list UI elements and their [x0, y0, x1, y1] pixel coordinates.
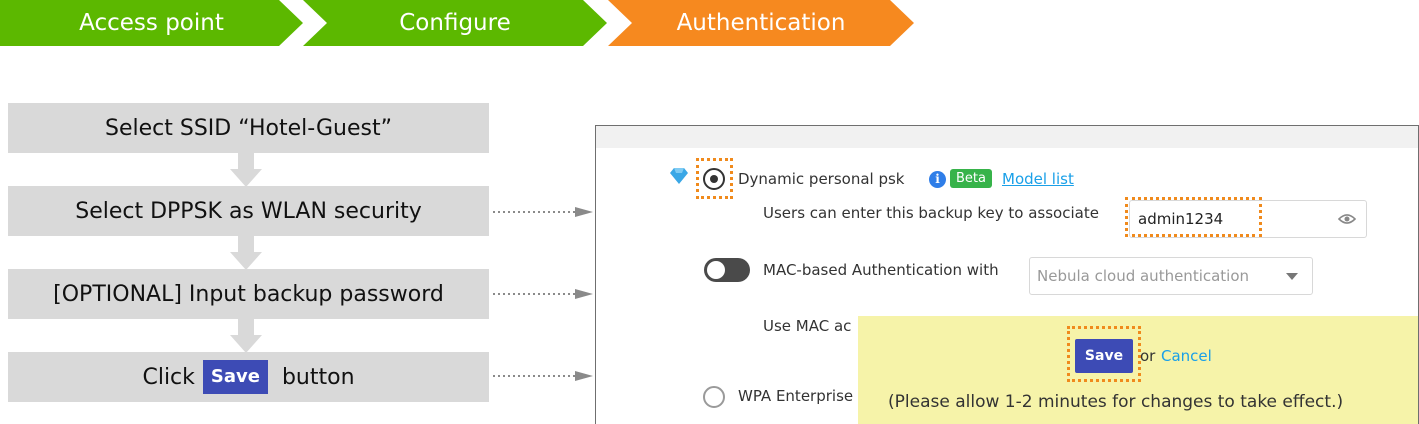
step-label: Select DPPSK as WLAN security — [75, 198, 422, 224]
save-note: (Please allow 1-2 minutes for changes to… — [888, 392, 1344, 412]
down-arrow-icon — [230, 236, 262, 270]
connector-arrow-icon — [493, 371, 593, 381]
breadcrumb-label: Authentication — [676, 10, 846, 36]
mac-auth-select-value: Nebula cloud authentication — [1037, 267, 1250, 285]
mac-auth-select[interactable]: Nebula cloud authentication — [1029, 257, 1313, 295]
backup-key-field[interactable]: admin1234 — [1129, 200, 1367, 238]
connector-arrow-icon — [493, 207, 593, 217]
down-arrow-icon — [230, 153, 262, 187]
wpa-enterprise-label: WPA Enterprise — [738, 387, 854, 405]
save-button[interactable]: Save — [1075, 339, 1133, 373]
security-settings-panel: Dynamic personal psk i Beta Model list U… — [595, 125, 1419, 424]
dppsk-label: Dynamic personal psk — [738, 170, 905, 188]
radio-highlight-box — [696, 158, 733, 199]
panel-top-strip — [596, 126, 1418, 148]
breadcrumb-step-configure: Configure — [303, 0, 607, 46]
or-label: or — [1140, 347, 1156, 365]
info-icon[interactable]: i — [929, 171, 946, 188]
save-button-illustration: Save — [202, 360, 268, 394]
save-highlight-box — [1067, 326, 1141, 382]
diamond-icon — [670, 168, 688, 184]
step-label: button — [281, 364, 355, 390]
dppsk-radio[interactable] — [703, 168, 725, 190]
step-select-ssid: Select SSID “Hotel-Guest” — [8, 103, 489, 153]
save-bar: Save or Cancel (Please allow 1-2 minutes… — [858, 316, 1418, 424]
backup-key-highlight-box — [1125, 197, 1262, 237]
mac-auth-toggle[interactable] — [704, 258, 750, 282]
eye-icon[interactable] — [1338, 213, 1356, 225]
cancel-link[interactable]: Cancel — [1161, 347, 1212, 365]
backup-key-value: admin1234 — [1138, 210, 1224, 228]
model-list-link[interactable]: Model list — [1002, 170, 1074, 188]
step-select-dppsk: Select DPPSK as WLAN security — [8, 186, 489, 236]
backup-key-label: Users can enter this backup key to assoc… — [763, 204, 1099, 222]
step-click-save: Click Save button — [8, 352, 489, 402]
step-label: Select SSID “Hotel-Guest” — [105, 115, 392, 141]
breadcrumb-label: Configure — [399, 10, 511, 36]
step-input-backup-password: [OPTIONAL] Input backup password — [8, 269, 489, 319]
mac-auth-label: MAC-based Authentication with — [763, 261, 999, 279]
chevron-down-icon — [1286, 273, 1298, 280]
step-label: [OPTIONAL] Input backup password — [53, 281, 444, 307]
beta-badge: Beta — [950, 169, 992, 188]
breadcrumb-step-authentication: Authentication — [608, 0, 914, 46]
connector-arrow-icon — [493, 289, 593, 299]
use-mac-label: Use MAC ac — [763, 317, 852, 335]
down-arrow-icon — [230, 319, 262, 353]
breadcrumb-label: Access point — [79, 10, 224, 36]
wpa-enterprise-radio[interactable] — [703, 386, 725, 408]
breadcrumb-step-access-point: Access point — [0, 0, 303, 46]
step-label: Click — [142, 364, 195, 390]
